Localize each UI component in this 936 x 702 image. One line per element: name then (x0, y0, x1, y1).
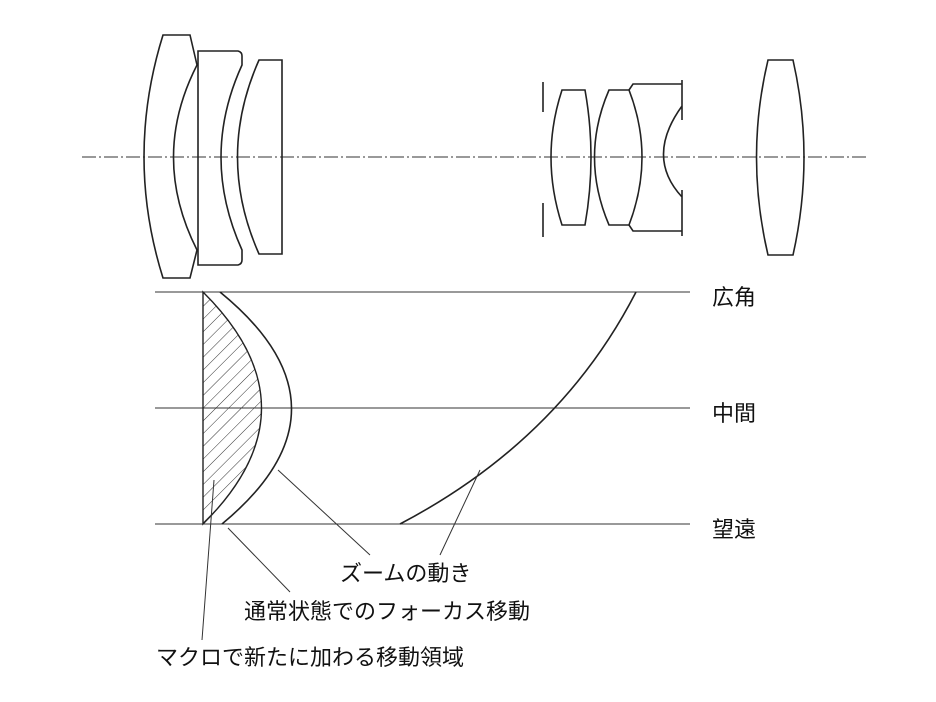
leader-macro (201, 479, 215, 641)
label-normal-focus: 通常状態でのフォーカス移動 (244, 600, 531, 625)
lens-rear-3 (628, 80, 683, 236)
lens-front-3 (236, 59, 283, 255)
label-macro-area: マクロで新たに加わる移動領域 (156, 646, 465, 671)
lens-rear-1 (550, 89, 592, 226)
lens-front-1 (143, 34, 198, 279)
lens-front-2 (197, 50, 243, 266)
lens-last (755, 59, 805, 256)
label-tele: 望遠 (712, 518, 757, 543)
leader-zoom-2 (439, 469, 481, 556)
label-zoom-movement: ズームの動き (340, 562, 472, 587)
zoom-movement-curve (399, 291, 637, 525)
leader-focus (227, 527, 291, 593)
label-middle: 中間 (712, 402, 757, 427)
focus-movement-curve (219, 291, 293, 525)
macro-movement-area (202, 290, 263, 526)
leader-zoom-1 (277, 469, 371, 556)
label-wide: 広角 (712, 286, 757, 311)
